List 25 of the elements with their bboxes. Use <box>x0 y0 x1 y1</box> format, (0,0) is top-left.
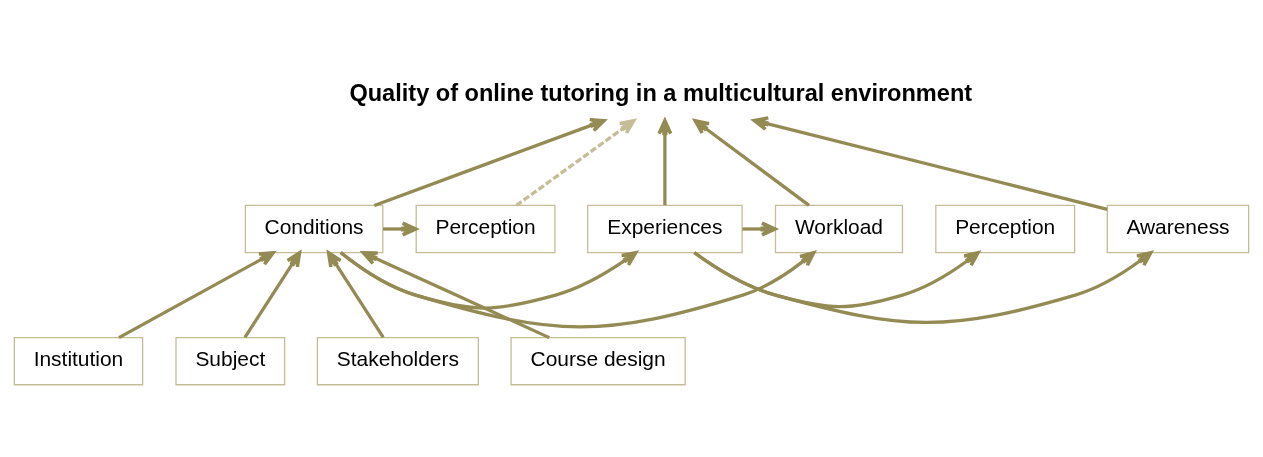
arrow <box>383 220 418 237</box>
node-box: Workload <box>774 204 904 253</box>
arrow <box>361 250 550 339</box>
arrow <box>657 118 673 205</box>
arrow <box>118 250 275 339</box>
arrow <box>752 115 1108 211</box>
node-text: Quality of online tutoring in a multicultural environment <box>349 79 973 106</box>
arrow <box>515 118 636 207</box>
node-box: Institution <box>13 336 144 385</box>
node-box: Experiences <box>587 204 743 253</box>
arrow <box>373 117 606 207</box>
arrow <box>693 250 980 308</box>
node-box: Conditions <box>244 204 384 253</box>
node-box: Perception <box>935 204 1076 253</box>
node-box: Course design <box>510 336 686 385</box>
arrow <box>326 250 385 338</box>
arrow <box>243 250 302 338</box>
node-box: Subject <box>175 336 286 385</box>
arrow <box>693 250 1153 324</box>
node-box: Perception <box>415 204 556 253</box>
arrow <box>693 118 811 207</box>
arrow <box>742 220 777 237</box>
node-box: Awareness <box>1106 204 1250 253</box>
node-box: Stakeholders <box>316 336 479 385</box>
arrow <box>339 250 816 328</box>
